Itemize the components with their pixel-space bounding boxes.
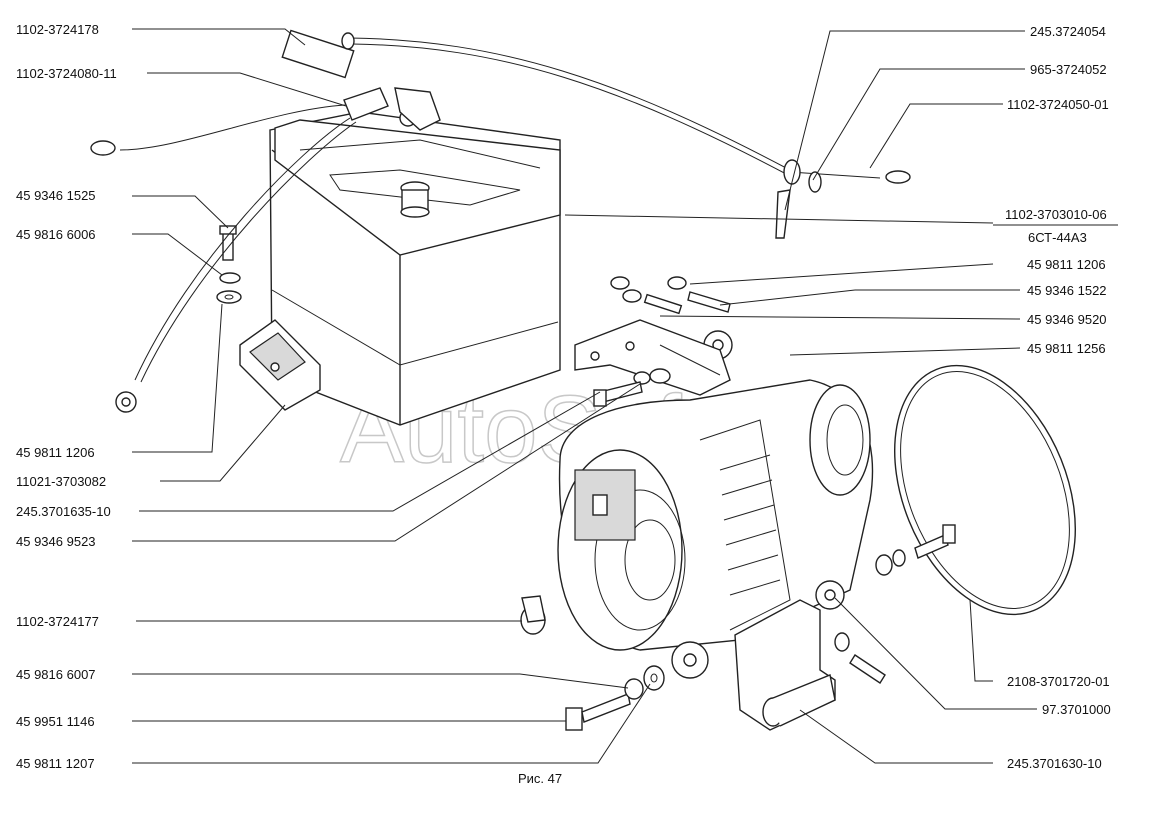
callout-label: 1102-3724178 (16, 22, 99, 37)
callout-label: 45 9346 1525 (16, 188, 96, 203)
callout-label: 45 9346 9523 (16, 534, 96, 549)
callout-label: 965-3724052 (1030, 62, 1107, 77)
clamp-bolt-set (216, 225, 242, 304)
callout-label: 1102-3724080-11 (16, 66, 117, 81)
pivot-bolt-set (875, 524, 956, 576)
callout-label: 1102-3724050-01 (1007, 97, 1109, 112)
callouts-left: 1102-3724178 1102-3724080-11 45 9346 152… (16, 22, 117, 771)
callout-label: 11021-3703082 (16, 474, 106, 489)
callout-label: 245.3724054 (1030, 24, 1106, 39)
callout-label: 45 9816 6007 (16, 667, 96, 682)
callout-label: 1102-3724177 (16, 614, 99, 629)
callout-label: 45 9811 1206 (1027, 257, 1106, 272)
callout-label: 45 9811 1207 (16, 756, 95, 771)
callout-label: 45 9951 1146 (16, 714, 95, 729)
callouts-right: 245.3724054 965-3724052 1102-3724050-01 … (1005, 24, 1111, 771)
callout-label: 45 9346 1522 (1027, 283, 1107, 298)
callout-label: 245.3701635-10 (16, 504, 111, 519)
positive-cable (281, 29, 911, 184)
callout-label: 245.3701630-10 (1007, 756, 1102, 771)
callout-label: 45 9811 1206 (16, 445, 95, 460)
callout-label: 2108-3701720-01 (1007, 674, 1110, 689)
callout-label: 45 9816 6006 (16, 227, 96, 242)
callout-label: 1102-3703010-06 (1005, 207, 1107, 222)
leader-lines (132, 28, 1037, 764)
callout-label: 45 9346 9520 (1027, 312, 1107, 327)
callout-label: 97.3701000 (1042, 702, 1111, 717)
lower-bolt-set (565, 665, 665, 731)
ground-cable (115, 117, 357, 413)
short-wire (90, 104, 346, 156)
wire-clip (520, 595, 546, 635)
drive-belt (894, 364, 1076, 616)
battery (269, 109, 561, 426)
tension-bracket (574, 319, 731, 396)
lower-bracket (734, 599, 886, 731)
figure-caption: Рис. 47 (518, 771, 562, 786)
callout-label: 45 9811 1256 (1027, 341, 1106, 356)
callout-label: 6СТ-44А3 (1028, 230, 1087, 245)
alternator (557, 330, 874, 679)
battery-clamp (239, 319, 321, 411)
